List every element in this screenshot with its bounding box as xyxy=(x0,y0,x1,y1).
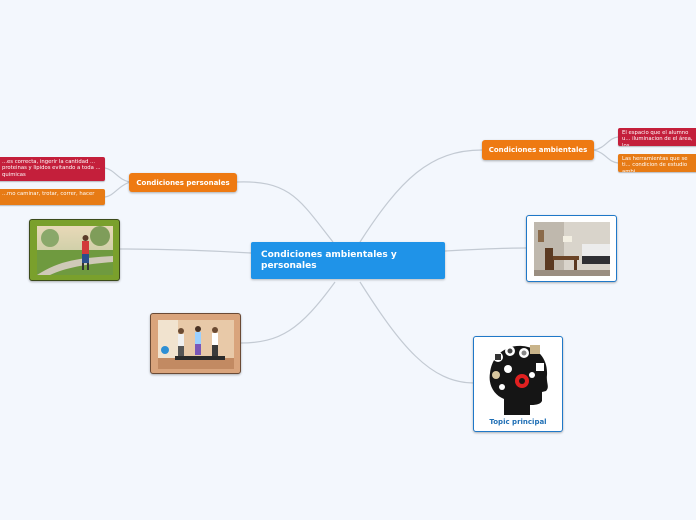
link-ambientales-leaf-2 xyxy=(593,149,619,164)
leaf-ambientales-herramientas-text: Las herramientas que se ti... condicion … xyxy=(622,156,688,172)
bedroom-image-node[interactable] xyxy=(526,215,617,282)
exercise-image-node[interactable] xyxy=(150,313,241,374)
leaf-ambientales-herramientas[interactable]: Las herramientas que se ti... condicion … xyxy=(618,154,696,172)
leaf-personales-nutricion-text: ...es correcta, ingerir la cantidad ... … xyxy=(2,159,101,178)
topic-principal-label: Topic principal xyxy=(489,418,547,426)
link-central-topic xyxy=(359,281,475,384)
link-central-personales xyxy=(236,181,334,243)
leaf-ambientales-espacio-text: El espacio que el alumno u... iluminacio… xyxy=(622,130,693,146)
head-gears-image xyxy=(489,345,548,415)
leaf-personales-nutricion[interactable]: ...es correcta, ingerir la cantidad ... … xyxy=(0,157,105,181)
exercise-photo xyxy=(158,320,234,369)
topic-principal-node[interactable]: Topic principal xyxy=(473,336,563,432)
branch-personales-label: Condiciones personales xyxy=(136,178,230,187)
leaf-personales-ejercicio-text: ...mo caminar, trotar, correr, hacer xyxy=(2,191,95,197)
link-central-runner-image xyxy=(119,248,252,254)
central-topic[interactable]: Condiciones ambientales y personales xyxy=(251,242,445,279)
central-topic-title: Condiciones ambientales y personales xyxy=(261,250,397,271)
branch-ambientales-label: Condiciones ambientales xyxy=(488,146,588,154)
link-central-ambientales xyxy=(359,149,483,243)
runner-image-node[interactable] xyxy=(29,219,120,281)
branch-condiciones-ambientales[interactable]: Condiciones ambientales xyxy=(482,140,594,160)
link-ambientales-leaf-1 xyxy=(593,136,619,151)
bedroom-photo xyxy=(534,222,610,276)
link-personales-leaf-1 xyxy=(104,167,131,183)
link-personales-leaf-2 xyxy=(104,181,131,198)
leaf-personales-ejercicio[interactable]: ...mo caminar, trotar, correr, hacer xyxy=(0,189,105,205)
runner-photo xyxy=(37,226,113,275)
link-central-exercise-image xyxy=(239,281,336,344)
leaf-ambientales-espacio[interactable]: El espacio que el alumno u... iluminacio… xyxy=(618,128,696,146)
branch-condiciones-personales[interactable]: Condiciones personales xyxy=(129,173,237,192)
link-central-bedroom-image xyxy=(444,247,527,252)
